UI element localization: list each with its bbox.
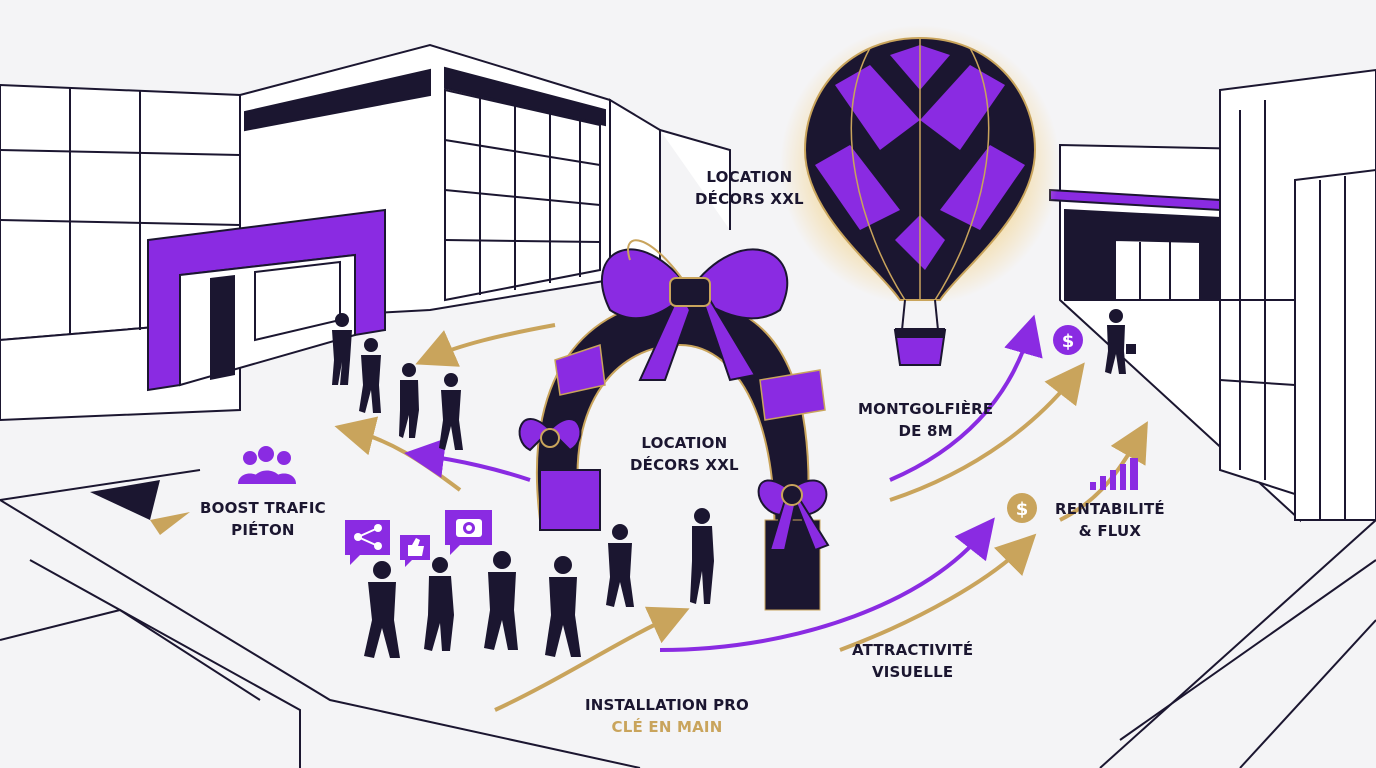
svg-text:$: $ <box>1016 499 1029 520</box>
bar-growth-icon <box>1090 458 1138 490</box>
label-line: BOOST TRAFIC <box>200 499 326 517</box>
flow-arrows <box>334 314 1148 712</box>
label-line: VISUELLE <box>871 663 954 681</box>
pedestrians <box>332 309 1136 658</box>
label-line: DÉCORS XXL <box>695 190 804 208</box>
label-location-decors-arch: LOCATION DÉCORS XXL <box>630 432 739 476</box>
label-line: LOCATION <box>706 168 793 186</box>
label-location-decors-top: LOCATION DÉCORS XXL <box>695 166 804 210</box>
label-line: DÉCORS XXL <box>630 456 739 474</box>
label-line: LOCATION <box>641 434 728 452</box>
label-line: & FLUX <box>1078 522 1142 540</box>
giant-ribbon-arch <box>518 239 830 611</box>
group-people-icon <box>238 446 296 484</box>
hot-air-balloon <box>780 25 1060 366</box>
share-icon <box>345 520 390 565</box>
camera-icon <box>445 510 492 555</box>
label-line: ATTRACTIVITÉ <box>852 641 974 659</box>
svg-text:$: $ <box>1062 331 1075 352</box>
label-montgolfiere: MONTGOLFIÈRE DE 8M <box>858 398 993 442</box>
label-line: PIÉTON <box>231 521 295 539</box>
decorative-triangle <box>90 480 190 535</box>
label-line: INSTALLATION PRO <box>585 696 750 714</box>
right-buildings <box>1049 68 1376 523</box>
label-attractivite: ATTRACTIVITÉ VISUELLE <box>852 639 973 683</box>
ground-lines <box>0 469 1376 768</box>
label-boost-trafic: BOOST TRAFIC PIÉTON <box>200 497 326 541</box>
label-line: RENTABILITÉ <box>1055 500 1165 518</box>
label-line: DE 8M <box>898 422 953 440</box>
label-installation: INSTALLATION PRO CLÉ EN MAIN <box>585 694 749 738</box>
label-line-gold: CLÉ EN MAIN <box>611 718 723 736</box>
thumbs-up-icon <box>400 535 430 567</box>
mall-entrance <box>147 208 386 392</box>
label-rentabilite: RENTABILITÉ & FLUX <box>1055 498 1165 542</box>
dollar-coin-icon: $ $ <box>1007 325 1083 523</box>
label-line: MONTGOLFIÈRE <box>858 400 994 418</box>
